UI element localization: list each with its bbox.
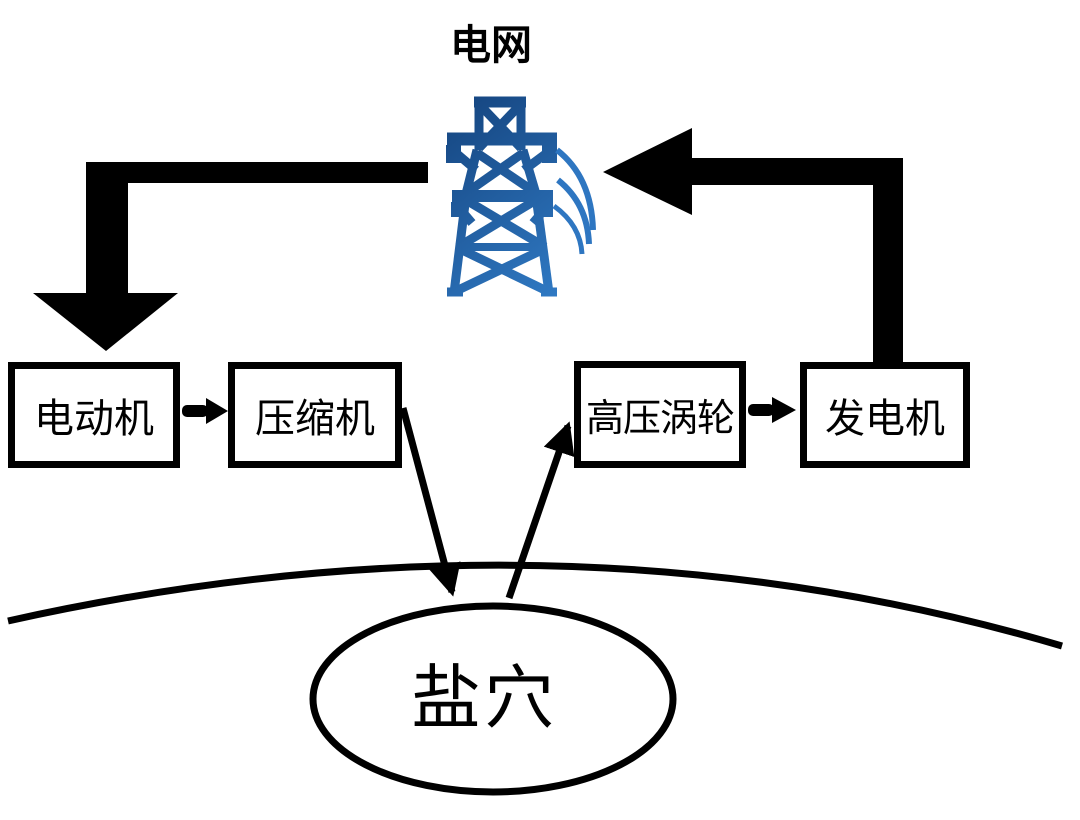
grid-to-motor-arrow [33, 162, 428, 351]
compressor-box: 压缩机 [228, 362, 402, 468]
compressor-to-cavern-arrow [399, 407, 461, 597]
salt-cavern-label: 盐穴 [411, 661, 557, 738]
salt-cavern-ellipse [309, 602, 677, 796]
generator-box: 发电机 [800, 362, 970, 468]
cavern-to-turbine-arrow [505, 421, 575, 600]
ground-surface-line [7, 561, 1063, 650]
generator-label: 发电机 [825, 396, 945, 441]
turbine-box: 高压涡轮 [574, 361, 746, 468]
turbine-label: 高压涡轮 [585, 398, 735, 440]
generator-to-grid-arrow [603, 128, 903, 362]
turbine-to-generator-arrow [748, 397, 796, 423]
transmission-tower-icon [446, 96, 596, 297]
motor-to-compressor-arrow [182, 398, 228, 424]
motor-box: 电动机 [8, 362, 180, 468]
grid-title: 电网 [450, 22, 532, 68]
compressor-label: 压缩机 [255, 396, 375, 441]
motor-label: 电动机 [34, 396, 154, 441]
